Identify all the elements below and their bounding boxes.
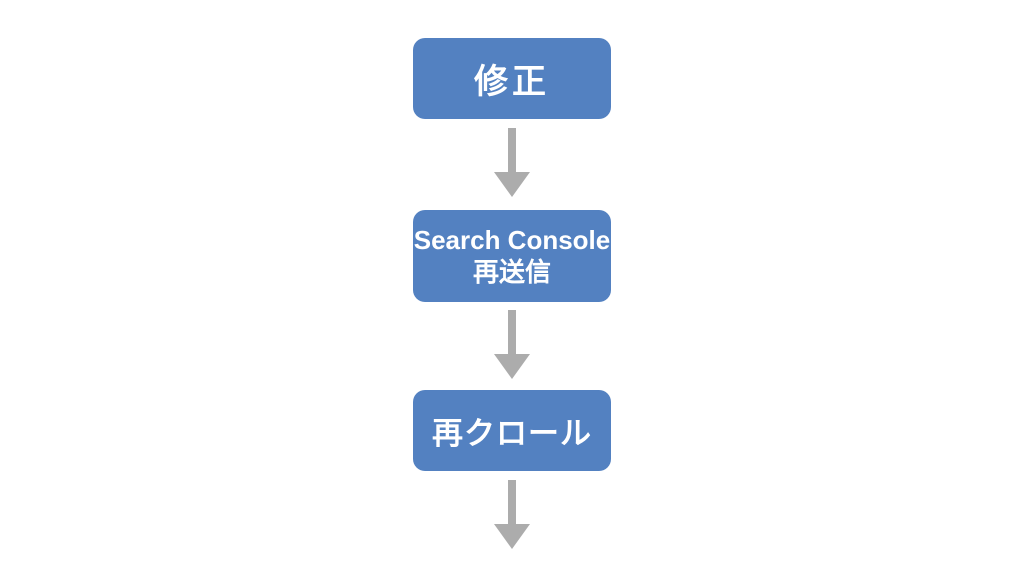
node-search-console-resubmit-label-line2: 再送信 (472, 257, 551, 287)
down-arrow-icon (494, 310, 530, 379)
node-fix: 修正 (413, 38, 611, 119)
node-fix-label: 修正 (474, 63, 550, 101)
node-search-console-resubmit-label-line1: Search Console (413, 225, 611, 255)
down-arrow-icon (494, 480, 530, 549)
node-recrawl-label: 再クロール (432, 416, 592, 451)
node-recrawl: 再クロール (413, 390, 611, 471)
down-arrow-icon (494, 128, 530, 197)
node-search-console-resubmit: Search Console 再送信 (413, 210, 611, 302)
